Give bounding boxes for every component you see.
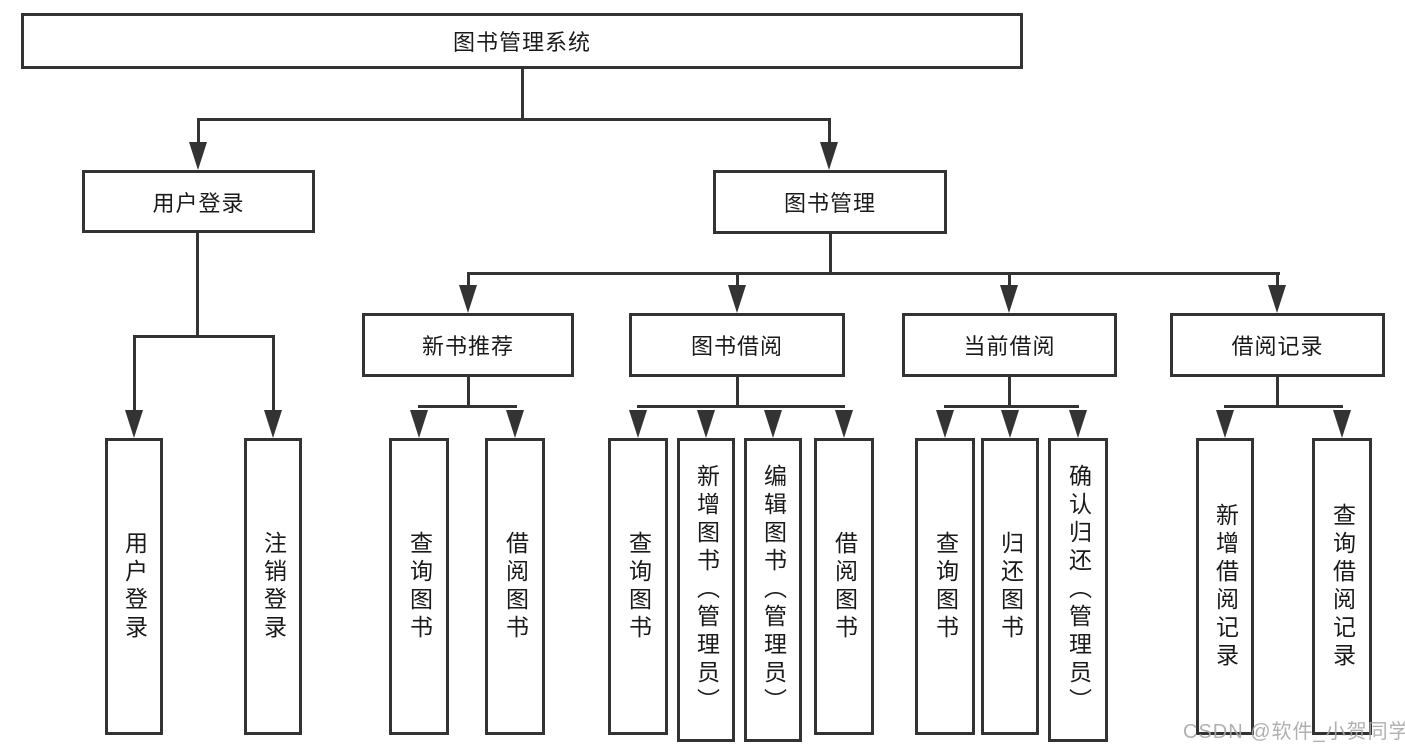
arrow-down-icon — [264, 410, 282, 438]
node-label: 当前借阅 — [963, 334, 1056, 359]
connector-line — [197, 118, 200, 146]
connector-line — [1276, 377, 1279, 408]
connector-line — [1276, 272, 1279, 288]
node-label: 查询图书 — [625, 530, 652, 643]
connector-line — [272, 335, 275, 410]
leaf-add-books-admin: 新增图书（管理员） — [677, 438, 735, 742]
arrow-down-icon — [1216, 410, 1234, 438]
connector-line — [467, 272, 470, 288]
leaf-query-books: 查询图书 — [915, 438, 975, 735]
node-label: 查询图书 — [932, 530, 959, 643]
node-borrow-record: 借阅记录 — [1170, 313, 1385, 377]
node-label: 查询图书 — [406, 530, 433, 643]
node-book-management: 图书管理 — [713, 170, 947, 234]
node-current-borrow: 当前借阅 — [902, 313, 1117, 377]
arrow-down-icon — [697, 410, 715, 438]
csdn-watermark: CSDN @软件_小贺同学 — [1183, 721, 1405, 743]
arrow-down-icon — [1001, 410, 1019, 438]
arrow-down-icon — [764, 410, 782, 438]
node-label: 借阅图书 — [502, 530, 529, 643]
arrow-down-icon — [820, 142, 838, 170]
connector-line — [736, 272, 739, 288]
node-user-login: 用户登录 — [82, 170, 315, 233]
connector-line — [637, 405, 845, 408]
connector-line — [133, 335, 275, 338]
node-label: 图书管理系统 — [452, 30, 591, 55]
connector-line — [829, 234, 832, 275]
node-label: 注销登录 — [260, 530, 287, 643]
connector-line — [467, 272, 1280, 275]
arrow-down-icon — [459, 285, 477, 313]
connector-line — [944, 405, 1079, 408]
leaf-add-borrow-record: 新增借阅记录 — [1196, 438, 1254, 735]
leaf-borrow-books: 借阅图书 — [814, 438, 874, 735]
leaf-logout: 注销登录 — [244, 438, 302, 735]
arrow-down-icon — [125, 410, 143, 438]
arrow-down-icon — [728, 285, 746, 313]
arrow-down-icon — [936, 410, 954, 438]
connector-line — [197, 118, 831, 121]
leaf-borrow-books: 借阅图书 — [485, 438, 545, 735]
leaf-query-books: 查询图书 — [389, 438, 449, 735]
arrow-down-icon — [1069, 410, 1087, 438]
arrow-down-icon — [506, 410, 524, 438]
node-label: 归还图书 — [997, 530, 1024, 643]
connector-line — [1008, 272, 1011, 288]
node-label: 新书推荐 — [421, 334, 514, 359]
node-new-book-recommend: 新书推荐 — [362, 313, 574, 377]
connector-line — [1008, 377, 1011, 408]
connector-line — [418, 405, 517, 408]
node-label: 借阅图书 — [831, 530, 858, 643]
node-label: 用户登录 — [152, 190, 245, 216]
arrow-down-icon — [1000, 285, 1018, 313]
arrow-down-icon — [835, 410, 853, 438]
node-label: 图书管理 — [783, 191, 876, 216]
connector-line — [467, 377, 470, 408]
node-label: 新增借阅记录 — [1212, 502, 1239, 671]
node-library-management-system: 图书管理系统 — [21, 13, 1023, 69]
node-label: 编辑图书（管理员） — [760, 464, 787, 716]
arrow-down-icon — [1268, 285, 1286, 313]
node-label: 确认归还（管理员） — [1065, 464, 1092, 716]
leaf-user-login: 用户登录 — [105, 438, 163, 735]
leaf-query-books: 查询图书 — [608, 438, 668, 735]
node-label: 借阅记录 — [1231, 334, 1324, 359]
arrow-down-icon — [1333, 410, 1351, 438]
connector-line — [521, 69, 524, 121]
leaf-query-borrow-record: 查询借阅记录 — [1312, 438, 1372, 735]
leaf-return-books: 归还图书 — [981, 438, 1039, 735]
connector-line — [133, 335, 136, 410]
arrow-down-icon — [629, 410, 647, 438]
leaf-edit-books-admin: 编辑图书（管理员） — [744, 438, 802, 742]
node-label: 新增图书（管理员） — [693, 464, 720, 716]
connector-line — [828, 118, 831, 146]
node-label: 图书借阅 — [690, 334, 783, 359]
node-book-borrow: 图书借阅 — [629, 313, 845, 377]
node-label: 查询借阅记录 — [1329, 502, 1356, 671]
connector-line — [196, 233, 199, 338]
node-label: 用户登录 — [121, 530, 148, 643]
connector-line — [1224, 405, 1343, 408]
connector-line — [736, 377, 739, 408]
arrow-down-icon — [410, 410, 428, 438]
leaf-confirm-return-admin: 确认归还（管理员） — [1048, 438, 1108, 742]
arrow-down-icon — [189, 142, 207, 170]
